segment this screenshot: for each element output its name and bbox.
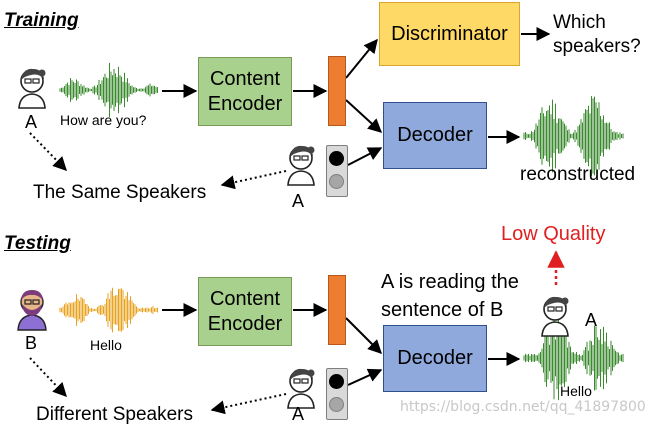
- dotted-arrow-b-to-different: [29, 357, 67, 398]
- waveform-reconstructed: [523, 96, 624, 176]
- waveform-output-hello: [523, 315, 624, 401]
- dotted-arrow-a-to-same: [29, 132, 67, 172]
- content-encoder-training: Content Encoder: [198, 57, 292, 126]
- arrow-selector-to-decoder: [347, 147, 383, 166]
- speaker-b-label: B: [25, 333, 38, 353]
- arrow-latent-to-decoder: [345, 99, 383, 133]
- target-speaker-a-label-training: A: [292, 191, 305, 211]
- watermark: https://blog.csdn.net/qq_41897800: [400, 399, 646, 415]
- result-speaker-a-label: A: [585, 310, 598, 330]
- dotted-arrow-speaker-to-different: [210, 393, 287, 415]
- latent-bar-training: [328, 56, 346, 126]
- decoder-training: Decoder: [383, 102, 487, 169]
- target-speaker-a-avatar-training: [287, 145, 315, 186]
- content-encoder-testing: Content Encoder: [198, 277, 292, 346]
- same-speakers-label: The Same Speakers: [33, 182, 207, 203]
- testing-heading: Testing: [4, 233, 71, 254]
- speaker-a-label: A: [25, 112, 38, 132]
- annotation-a-reading-b: A is reading the sentence of B: [381, 271, 519, 321]
- speaker-b-avatar: [17, 290, 47, 331]
- testing-utterance-label: Hello: [90, 337, 122, 353]
- speaker-selector-testing: [326, 368, 348, 420]
- target-speaker-a-label-testing: A: [292, 404, 305, 424]
- result-speaker-a-avatar: [541, 296, 569, 337]
- waveform-testing-input: [59, 287, 158, 333]
- waveform-training-input: [59, 62, 158, 118]
- output-hello-label: Hello: [560, 383, 592, 399]
- training-utterance-label: How are you?: [60, 112, 147, 128]
- reconstructed-label: reconstructed: [520, 164, 636, 185]
- decoder-testing: Decoder: [383, 325, 487, 392]
- speaker-selector-training: [326, 145, 348, 197]
- dotted-arrow-speaker-to-same: [220, 170, 287, 190]
- arrow-latent-b-to-decoder: [345, 317, 382, 354]
- target-speaker-a-avatar-testing: [287, 368, 315, 409]
- speaker-a-avatar: [18, 68, 46, 109]
- discriminator-question: Which speakers?: [553, 12, 641, 57]
- training-heading: Training: [4, 10, 79, 31]
- arrow-latent-to-discriminator: [345, 38, 378, 79]
- latent-bar-testing: [328, 275, 346, 345]
- discriminator-box: Discriminator: [379, 2, 520, 66]
- different-speakers-label: Different Speakers: [36, 404, 194, 425]
- low-quality-label: Low Quality: [501, 223, 606, 245]
- arrow-selector-b-to-decoder: [347, 368, 383, 386]
